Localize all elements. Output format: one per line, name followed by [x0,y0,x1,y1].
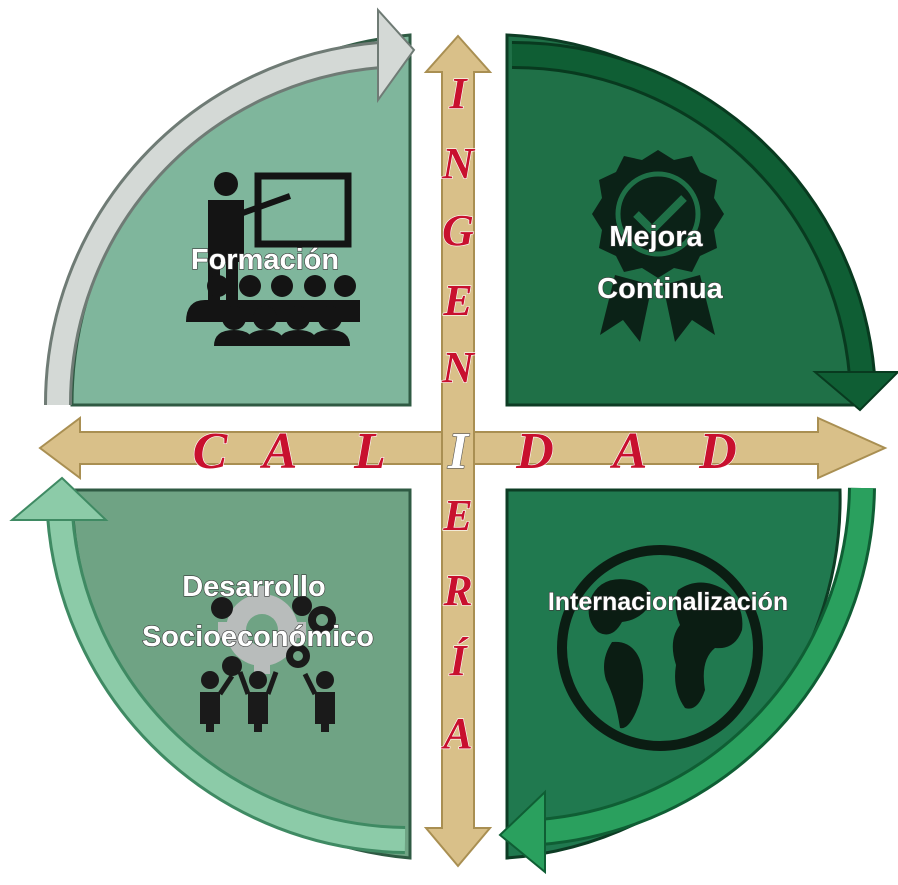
ingenieria-letter: R [442,566,472,615]
ingenieria-letter: A [440,709,472,758]
arrow-gray-top-left [43,7,416,406]
ingenieria-letter: E [442,276,472,325]
calidad-letter: D [515,423,554,480]
formacion-label: Formación [191,244,339,276]
ingenieria-letter: N [441,139,476,188]
ingenieria-letter: N [441,343,476,392]
quality-badge-check-icon [592,150,724,342]
teacher-presentation-icon [186,172,360,346]
calidad-letter: C [193,423,229,480]
calidad-letter: L [353,423,386,480]
ingenieria-letter: E [442,491,472,540]
vertical-double-arrow [423,34,493,868]
calidad-letter: I [447,423,470,480]
mejora-continua-label: Mejora Continua [597,221,724,305]
calidad-letter: A [610,423,648,480]
ingenieria-letter: G [442,206,474,255]
internacionalizacion-label: Internacionalización [548,588,788,616]
arrow-light-green-bottom-left [9,476,406,854]
gears-people-icon [200,586,336,732]
calidad-word: C A L I D A D [192,422,737,480]
arrow-green-bottom-right [498,487,876,875]
calidad-letter: D [698,423,737,480]
calidad-letter: A [260,423,298,480]
ingenieria-word: I N G E N E R Í A [440,68,477,758]
ingenieria-letter: I [448,69,468,118]
desarrollo-label: Desarrollo Socioeconómico [142,571,374,653]
arrow-dark-green-top-right [511,40,898,412]
ingenieria-letter: Í [448,636,469,685]
globe-icon [557,545,763,751]
